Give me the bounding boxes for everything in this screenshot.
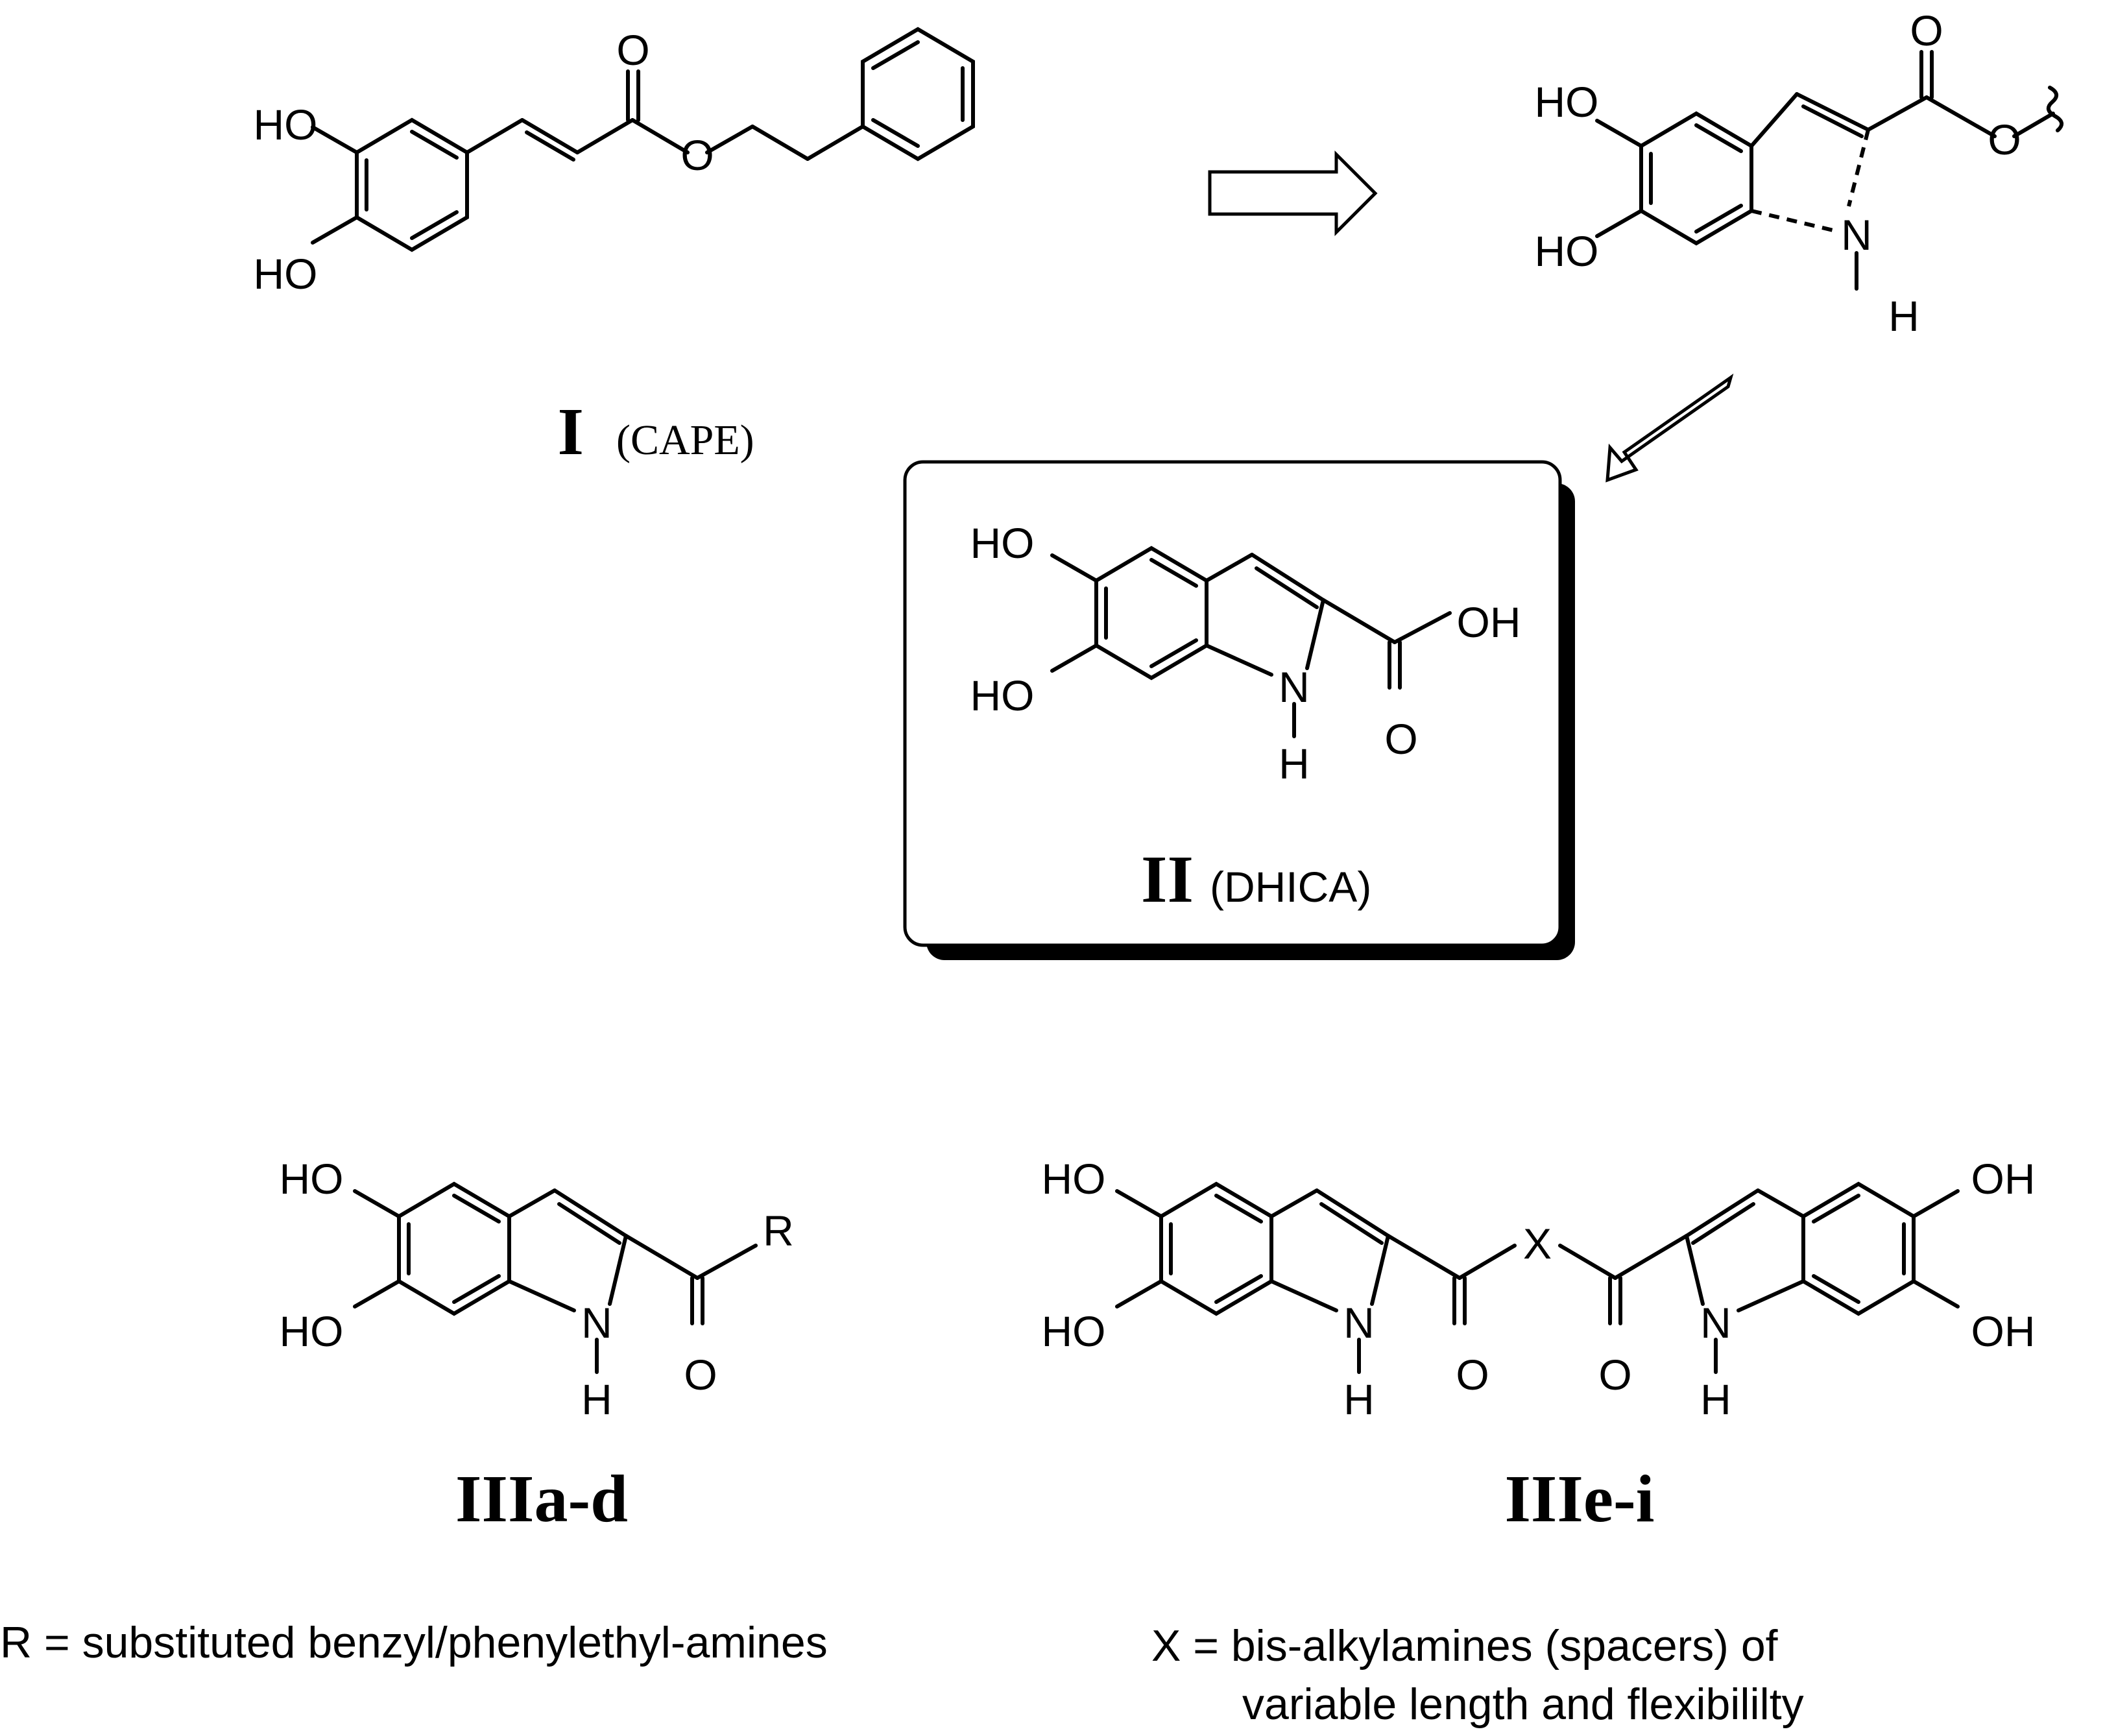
compound-id-series-b: IIIe-i xyxy=(1504,1462,1654,1536)
atom-label-x: X xyxy=(1523,1220,1552,1268)
atom-label-h: H xyxy=(581,1375,612,1423)
atom-label-n: N xyxy=(1343,1299,1375,1347)
atom-label-n: N xyxy=(1700,1299,1731,1347)
atom-label-o: O xyxy=(684,1351,717,1399)
atom-label-ho: HO xyxy=(254,101,318,149)
atom-label-o: O xyxy=(1598,1351,1631,1399)
atom-label-o: O xyxy=(1988,115,2021,163)
dhica-structure: HO HO OH O N H xyxy=(970,519,1521,788)
atom-label-r: R xyxy=(763,1207,794,1255)
atom-label-h: H xyxy=(1279,740,1310,788)
atom-label-ho: HO xyxy=(970,671,1035,719)
dhica-caption: II (DHICA) xyxy=(1141,842,1371,917)
compound-name-cape: (CAPE) xyxy=(616,416,754,464)
right-arrow xyxy=(1208,150,1378,237)
cape-caption: I (CAPE) xyxy=(558,394,754,469)
atom-label-ho: HO xyxy=(280,1307,344,1355)
atom-label-h: H xyxy=(1888,292,1919,340)
cape-structure: HO HO O O xyxy=(254,26,975,298)
atom-label-o: O xyxy=(1910,6,1943,54)
x-definition-line1: X = bis-alkylamines (spacers) of xyxy=(1151,1621,1778,1670)
atom-label-o: O xyxy=(1384,715,1417,763)
atom-label-n: N xyxy=(581,1299,612,1347)
atom-label-o: O xyxy=(616,26,649,74)
down-left-arrow xyxy=(1605,373,1734,483)
atom-label-o: O xyxy=(680,131,714,179)
atom-label-ho: HO xyxy=(1042,1155,1106,1203)
compound-id-series-a: IIIa-d xyxy=(455,1462,628,1536)
dhica-box xyxy=(903,460,1575,960)
atom-label-oh: OH xyxy=(1457,598,1521,646)
atom-label-ho: HO xyxy=(1042,1307,1106,1355)
pharmacophore-structure: HO HO O O N H xyxy=(1535,6,2063,340)
atom-label-n: N xyxy=(1841,211,1872,259)
r-definition: R = substituted benzyl/phenylethyl-amine… xyxy=(0,1618,828,1667)
atom-label-ho: HO xyxy=(280,1155,344,1203)
x-definition-line2: variable length and flexibililty xyxy=(1242,1680,1804,1729)
atom-label-h: H xyxy=(1343,1375,1375,1423)
atom-label-oh: OH xyxy=(1971,1155,2036,1203)
atom-label-ho: HO xyxy=(1535,227,1599,275)
compound-id-dhica: II xyxy=(1141,842,1194,917)
atom-label-ho: HO xyxy=(970,519,1035,567)
series-a-structure: HO HO R O N H xyxy=(280,1155,794,1423)
atom-label-h: H xyxy=(1700,1375,1731,1423)
series-b-structure: HO HO X O O N H N H OH OH xyxy=(1042,1155,2036,1423)
atom-label-n: N xyxy=(1279,663,1310,711)
compound-id-cape: I xyxy=(558,394,584,469)
atom-label-ho: HO xyxy=(1535,78,1599,126)
atom-label-ho: HO xyxy=(254,250,318,298)
atom-label-o: O xyxy=(1456,1351,1489,1399)
compound-name-dhica: (DHICA) xyxy=(1210,863,1371,911)
atom-label-oh: OH xyxy=(1971,1307,2036,1355)
